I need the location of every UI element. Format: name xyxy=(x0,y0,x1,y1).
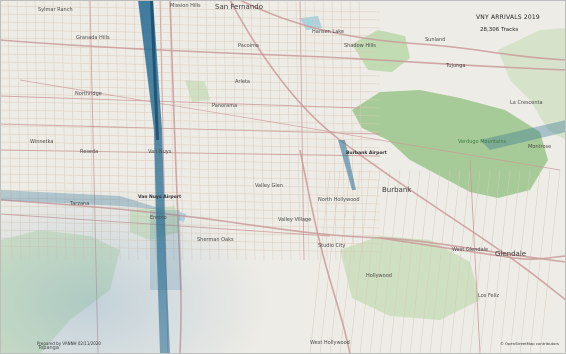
san-fernando-label: San Fernando xyxy=(215,3,263,11)
bob-hope-airport-label: Burbank Airport xyxy=(346,151,387,156)
arrival-track-west xyxy=(0,190,165,210)
freeway-118 xyxy=(0,39,566,71)
map-attribution: © OpenStreetMap contributors xyxy=(500,341,559,346)
sunland-label: Sunland xyxy=(425,37,446,43)
west-hollywood-label: West Hollywood xyxy=(310,340,350,346)
burbank-label: Burbank xyxy=(382,186,412,194)
west-glendale-label: West Glendale xyxy=(452,247,489,253)
verdugo-mountains-label: Verdugo Mountains xyxy=(458,139,507,145)
arleta-label: Arleta xyxy=(235,79,250,85)
topanga-label: Topanga xyxy=(38,345,59,351)
map-title: VNY ARRIVALS 2019 xyxy=(476,14,540,21)
northridge-label: Northridge xyxy=(75,91,102,97)
map-credit: Prepared by VANNH 02/11/2020 xyxy=(37,341,101,346)
sylmar-label: Sylmar Ranch xyxy=(38,7,73,13)
tarzana-label: Tarzana xyxy=(70,201,90,207)
map-subtitle: 28,306 Tracks xyxy=(480,27,519,33)
tujunga-label: Tujunga xyxy=(446,63,466,69)
la-crescenta-label: La Crescenta xyxy=(510,100,543,106)
griffith-park-area xyxy=(340,236,480,320)
valley-village-label: Valley Village xyxy=(278,217,312,223)
road-sherman-way xyxy=(0,123,381,135)
granada-hills-label: Granada Hills xyxy=(76,35,110,41)
pacoima-label: Pacoima xyxy=(238,43,259,49)
van-nuys-label: Van Nuys xyxy=(148,149,172,155)
freeway-134 xyxy=(379,237,566,260)
road-laurel xyxy=(299,0,305,261)
valley-glen-label: Valley Glen xyxy=(255,183,284,189)
van-nuys-airport-label: Van Nuys Airport xyxy=(138,195,182,200)
hollywood-label: Hollywood xyxy=(366,273,392,279)
road-roscoe xyxy=(0,95,361,109)
arrival-track-east xyxy=(480,120,566,150)
shadow-hills-label: Shadow Hills xyxy=(344,43,376,49)
arrival-track-core xyxy=(150,0,159,140)
verdugo-mountains-area xyxy=(352,90,548,198)
rail-line xyxy=(19,79,561,171)
track-haze xyxy=(0,150,300,354)
reseda-label: Reseda xyxy=(80,149,99,155)
studio-city-label: Studio City xyxy=(318,243,346,249)
encino-label: Encino xyxy=(150,215,167,221)
freeway-170 xyxy=(299,149,351,354)
arrival-track-stream-main xyxy=(138,0,170,354)
winnetka-label: Winnetka xyxy=(30,139,54,145)
arrival-track-burbank xyxy=(338,140,356,190)
panorama-label: Panorama xyxy=(212,103,238,109)
mission-hills-label: Mission Hills xyxy=(170,3,201,9)
montrose-label: Montrose xyxy=(528,144,552,150)
glendale-label: Glendale xyxy=(495,250,527,258)
freeway-210 xyxy=(239,0,566,61)
los-feliz-label: Los Feliz xyxy=(478,293,500,299)
park-pacoima xyxy=(185,80,210,102)
freeway-5 xyxy=(229,0,566,301)
hansen-lake-label: Hansen Lake xyxy=(312,29,345,35)
sherman-oaks-label: Sherman Oaks xyxy=(197,237,234,243)
arrival-track-spread xyxy=(150,210,182,290)
road-glendale xyxy=(469,159,481,354)
north-hollywood-label: North Hollywood xyxy=(318,197,360,203)
